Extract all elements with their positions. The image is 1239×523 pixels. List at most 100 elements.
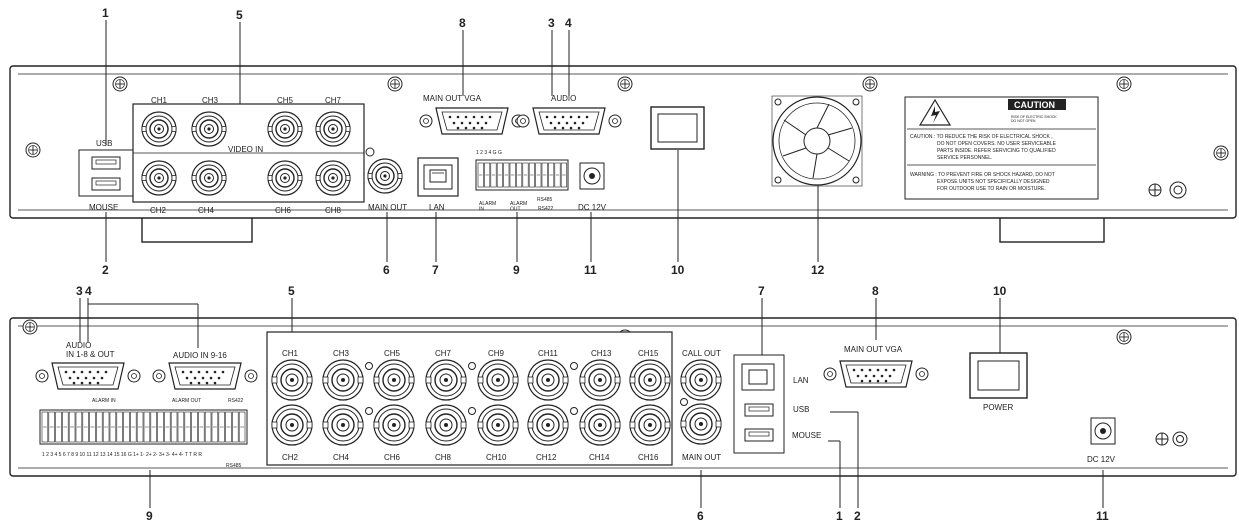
top-chassis — [141, 215, 253, 243]
video-ch-label: CH13 — [591, 349, 612, 358]
callout-number: 10 — [671, 263, 685, 277]
video-ch-label: CH1 — [282, 349, 299, 358]
video-ch-label: CH3 — [202, 96, 219, 105]
bnc-connector-icon[interactable] — [373, 404, 415, 446]
terminal-numbers: 1 2 3 4 5 6 7 8 9 10 11 12 13 14 15 16 G… — [42, 452, 202, 458]
bnc-connector-icon[interactable] — [271, 404, 313, 446]
callout-number: 8 — [872, 284, 879, 298]
warning-line: FOR OUTDOOR USE TO RAIN OR MOISTURE. — [937, 186, 1046, 192]
screw-icon — [1116, 329, 1132, 345]
main-out-bnc[interactable] — [367, 158, 403, 194]
mouse-label: MOUSE — [792, 431, 821, 440]
led-indicator — [365, 407, 373, 415]
caution-line: SERVICE PERSONNEL. — [937, 155, 992, 161]
video-ch-label: CH16 — [638, 453, 659, 462]
bnc-connector-icon[interactable] — [579, 404, 621, 446]
bnc-connector-icon[interactable] — [267, 160, 303, 196]
audio-916-label: AUDIO IN 9-16 — [173, 351, 227, 360]
bnc-connector-icon[interactable] — [629, 404, 671, 446]
bnc-connector-icon[interactable] — [579, 359, 621, 401]
bnc-connector-icon[interactable] — [315, 160, 351, 196]
bnc-connector-icon[interactable] — [191, 111, 227, 147]
rs485-label: RS485 — [537, 197, 553, 203]
usb-label: USB — [793, 405, 809, 414]
screw-icon — [112, 76, 128, 92]
callout-number: 1 — [836, 509, 843, 523]
power-label: POWER — [983, 403, 1013, 412]
bnc-connector-icon[interactable] — [629, 359, 671, 401]
bnc-connector-icon[interactable] — [527, 359, 569, 401]
warning-line: EXPOSE UNITS NOT SPECIFICALLY DESIGNED — [937, 179, 1050, 185]
bnc-connector-icon[interactable] — [425, 404, 467, 446]
bnc-connector-icon[interactable] — [322, 359, 364, 401]
lan-label: LAN — [793, 376, 809, 385]
bnc-connector-icon[interactable] — [477, 404, 519, 446]
bnc-connector-icon[interactable] — [477, 359, 519, 401]
call-out-bnc[interactable] — [680, 359, 722, 401]
main-out-label: MAIN OUT — [368, 203, 407, 212]
bnc-connector-icon[interactable] — [141, 160, 177, 196]
screw-icon — [1116, 76, 1132, 92]
call-out-label: CALL OUT — [682, 349, 721, 358]
mouse-port[interactable] — [91, 177, 121, 191]
callout-number: 6 — [383, 263, 390, 277]
bnc-connector-icon[interactable] — [141, 111, 177, 147]
bnc-connector-icon[interactable] — [271, 359, 313, 401]
video-ch-label: CH6 — [384, 453, 401, 462]
rs422-label: RS422 — [228, 398, 244, 404]
callout-number: 11 — [1096, 509, 1109, 523]
video-ch-label: CH5 — [384, 349, 401, 358]
video-ch-label: CH8 — [435, 453, 452, 462]
mouse-port[interactable] — [744, 428, 774, 442]
callout-number: 4 — [565, 16, 572, 30]
bnc-connector-icon[interactable] — [191, 160, 227, 196]
screw-icon — [22, 319, 38, 335]
bnc-connector-icon[interactable] — [373, 359, 415, 401]
video-ch-label: CH2 — [150, 206, 167, 215]
terminal-slots — [41, 411, 246, 443]
screw-icon — [25, 142, 41, 158]
ground-icon — [1155, 431, 1188, 447]
led-indicator — [468, 362, 476, 370]
callout-number: 5 — [288, 284, 295, 298]
rs422-label: RS422 — [538, 206, 554, 212]
bnc-connector-icon[interactable] — [527, 404, 569, 446]
bnc-connector-icon[interactable] — [425, 359, 467, 401]
alarm-in-label: ALARM IN — [92, 398, 116, 404]
top-chassis-foot-right — [999, 215, 1105, 243]
alarm-numbers: 1 2 3 4 G G — [476, 150, 502, 156]
callout-number: 9 — [513, 263, 520, 277]
video-ch-label: CH14 — [589, 453, 610, 462]
fan-icon — [771, 95, 863, 187]
caution-title: CAUTION — [1014, 100, 1055, 110]
callout-number: 4 — [85, 284, 92, 298]
callout-number: 7 — [432, 263, 439, 277]
video-ch-label: CH7 — [435, 349, 452, 358]
callout-number: 12 — [811, 263, 825, 277]
rs485-label: RS485 — [226, 463, 242, 469]
bnc-connector-icon[interactable] — [322, 404, 364, 446]
callout-number: 11 — [584, 263, 597, 277]
bnc-connector-icon[interactable] — [267, 111, 303, 147]
video-ch-label: CH5 — [277, 96, 294, 105]
callout-number: 3 — [548, 16, 555, 30]
video-ch-label: CH12 — [536, 453, 557, 462]
led-indicator — [570, 407, 578, 415]
video-ch-label: CH8 — [325, 206, 342, 215]
alarm-out-label: ALARM OUT — [172, 398, 201, 404]
video-ch-label: CH1 — [151, 96, 168, 105]
audio-label: AUDIO — [551, 94, 576, 103]
bnc-connector-icon[interactable] — [315, 111, 351, 147]
callout-number: 8 — [459, 16, 466, 30]
usb-port[interactable] — [744, 403, 774, 417]
callout-number: 2 — [102, 263, 109, 277]
callout-number: 9 — [146, 509, 153, 523]
video-ch-label: CH6 — [275, 206, 292, 215]
usb-port[interactable] — [91, 156, 121, 170]
main-out-bnc[interactable] — [680, 403, 722, 445]
screw-icon — [387, 76, 403, 92]
